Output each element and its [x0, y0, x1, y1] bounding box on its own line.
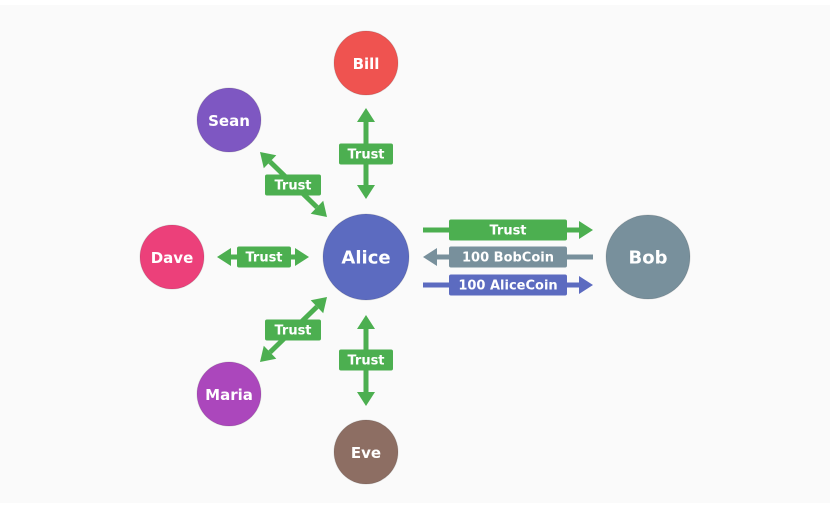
arrowhead-end-icon [357, 392, 375, 406]
node-bob[interactable]: Bob [605, 214, 691, 300]
node-eve[interactable]: Eve [333, 419, 399, 485]
arrowhead-end-icon [579, 276, 593, 294]
edge-alice-bob-trust: Trust [423, 219, 593, 241]
arrowhead-start-icon [295, 248, 309, 266]
edge-label-box [449, 274, 567, 296]
edge-label-box [449, 246, 567, 268]
edge-label-box [449, 219, 567, 241]
node-label: Eve [351, 444, 381, 462]
node-label: Sean [208, 112, 250, 130]
edge-alice-dave: Trust [217, 246, 309, 268]
edge-alice-bill: Trust [339, 108, 393, 199]
node-alice[interactable]: Alice [322, 213, 410, 301]
node-bill[interactable]: Bill [333, 30, 399, 96]
edge-label-box [265, 174, 321, 196]
arrowhead-end-icon [260, 345, 277, 362]
node-circle[interactable] [196, 361, 262, 427]
node-dave[interactable]: Dave [139, 224, 205, 290]
edge-label: Trust [274, 179, 311, 194]
node-maria[interactable]: Maria [196, 361, 262, 427]
arrowhead-end-icon [579, 221, 593, 239]
node-sean[interactable]: Sean [196, 87, 262, 153]
arrowhead-end-icon [423, 248, 437, 266]
node-circle[interactable] [605, 214, 691, 300]
edge-label: 100 BobCoin [462, 251, 554, 266]
node-circle[interactable] [333, 419, 399, 485]
arrowhead-end-icon [357, 108, 375, 122]
edge-alice-bob-alicecoin: 100 AliceCoin [423, 274, 593, 296]
node-circle[interactable] [196, 87, 262, 153]
edge-label-box [339, 349, 393, 371]
arrowhead-end-icon [260, 152, 277, 169]
arrowhead-end-icon [217, 248, 231, 266]
node-circle[interactable] [333, 30, 399, 96]
arrowhead-start-icon [310, 297, 327, 314]
edge-label: Trust [347, 148, 384, 163]
node-label: Dave [151, 249, 194, 267]
arrowhead-start-icon [357, 185, 375, 199]
edge-alice-maria: Trust [260, 297, 327, 362]
edge-label-box [237, 246, 291, 268]
node-circle[interactable] [322, 213, 410, 301]
edge-label: Trust [245, 251, 282, 266]
edge-label: Trust [347, 354, 384, 369]
node-label: Alice [341, 248, 390, 269]
edge-bob-alice-bobcoin: 100 BobCoin [423, 246, 593, 268]
node-label: Bill [353, 55, 380, 73]
node-circle[interactable] [139, 224, 205, 290]
edge-alice-eve: Trust [339, 315, 393, 406]
edge-label: Trust [274, 324, 311, 339]
arrowhead-start-icon [310, 200, 327, 217]
edge-label: 100 AliceCoin [458, 279, 557, 294]
edge-label: Trust [489, 224, 526, 239]
edge-alice-sean: Trust [260, 152, 327, 217]
node-label: Maria [205, 386, 253, 404]
arrowhead-start-icon [357, 315, 375, 329]
edge-label-box [339, 143, 393, 165]
node-label: Bob [629, 248, 668, 269]
edge-label-box [265, 319, 321, 341]
